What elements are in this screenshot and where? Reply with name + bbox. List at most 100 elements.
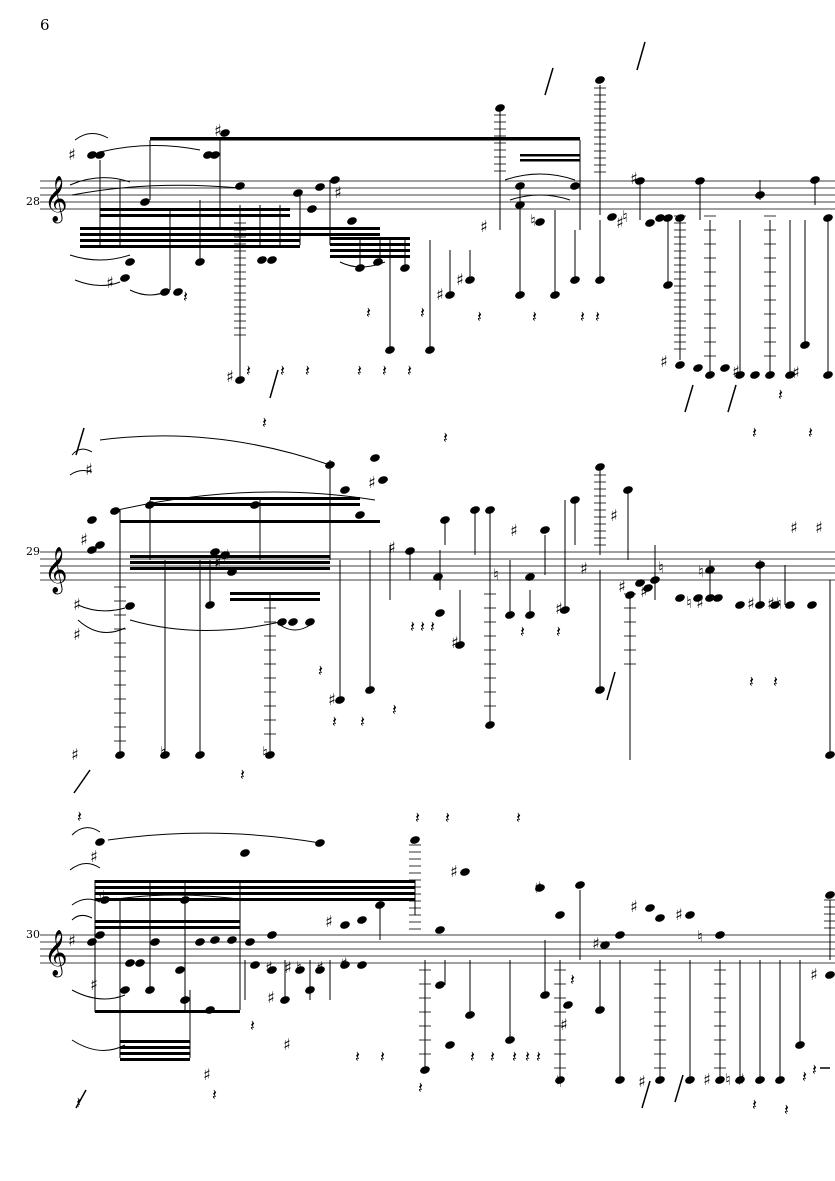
svg-text:𝄽: 𝄽 bbox=[445, 808, 450, 827]
svg-text:♯: ♯ bbox=[450, 862, 458, 881]
svg-text:𝄽: 𝄽 bbox=[318, 661, 323, 680]
svg-text:♮: ♮ bbox=[686, 593, 692, 612]
svg-text:♯: ♯ bbox=[456, 270, 464, 289]
svg-text:𝄽: 𝄽 bbox=[262, 413, 267, 432]
svg-text:𝄽: 𝄽 bbox=[240, 765, 245, 784]
svg-text:𝄽: 𝄽 bbox=[773, 672, 778, 691]
svg-text:𝄽: 𝄽 bbox=[532, 307, 537, 326]
staff-system-1: 𝄞 bbox=[40, 41, 835, 442]
svg-text:𝄽: 𝄽 bbox=[280, 361, 285, 380]
svg-text:♯: ♯ bbox=[340, 954, 348, 973]
svg-text:♯: ♯ bbox=[226, 367, 234, 386]
svg-text:𝄽: 𝄽 bbox=[246, 361, 251, 380]
svg-text:♯: ♯ bbox=[334, 183, 342, 202]
svg-text:♯: ♯ bbox=[630, 897, 638, 916]
svg-text:𝄽: 𝄽 bbox=[366, 303, 371, 322]
svg-text:♮: ♮ bbox=[296, 958, 302, 977]
svg-text:𝄽: 𝄽 bbox=[808, 423, 813, 442]
svg-text:♯: ♯ bbox=[638, 1072, 646, 1091]
svg-text:♯: ♯ bbox=[73, 625, 81, 644]
measure-number-system-1: 28 bbox=[26, 195, 40, 208]
svg-text:♯: ♯ bbox=[480, 217, 488, 236]
svg-text:𝄽: 𝄽 bbox=[355, 1047, 360, 1066]
measure-number-system-3: 30 bbox=[26, 928, 40, 941]
svg-text:𝄽: 𝄽 bbox=[752, 1095, 757, 1114]
svg-text:♯: ♯ bbox=[284, 958, 292, 977]
svg-text:𝄽: 𝄽 bbox=[595, 307, 600, 326]
svg-text:♮: ♮ bbox=[262, 743, 268, 762]
svg-text:𝄽: 𝄽 bbox=[357, 361, 362, 380]
svg-text:𝄽: 𝄽 bbox=[392, 700, 397, 719]
svg-text:♮: ♮ bbox=[725, 1070, 731, 1089]
svg-text:𝄽: 𝄽 bbox=[360, 712, 365, 731]
svg-text:♮: ♮ bbox=[658, 558, 664, 577]
svg-text:𝄽: 𝄽 bbox=[570, 970, 575, 989]
svg-text:𝄽: 𝄽 bbox=[512, 1047, 517, 1066]
svg-text:♯: ♯ bbox=[388, 538, 396, 557]
svg-text:♯: ♯ bbox=[737, 1070, 745, 1089]
svg-text:♯: ♯ bbox=[790, 518, 798, 537]
svg-text:♯: ♯ bbox=[283, 1035, 291, 1054]
svg-text:𝄽: 𝄽 bbox=[470, 1047, 475, 1066]
svg-text:♯: ♯ bbox=[85, 460, 93, 479]
svg-text:♯: ♯ bbox=[68, 931, 76, 950]
svg-text:𝄽: 𝄽 bbox=[418, 1078, 423, 1097]
svg-text:𝄽: 𝄽 bbox=[407, 361, 412, 380]
svg-text:𝄽: 𝄽 bbox=[410, 617, 415, 636]
svg-text:𝄽: 𝄽 bbox=[332, 712, 337, 731]
svg-text:𝄽: 𝄽 bbox=[749, 672, 754, 691]
svg-text:♯: ♯ bbox=[810, 965, 818, 984]
svg-text:♮: ♮ bbox=[697, 927, 703, 946]
svg-text:𝄽: 𝄽 bbox=[802, 1067, 807, 1086]
svg-text:♯: ♯ bbox=[792, 363, 800, 382]
svg-text:♯: ♯ bbox=[580, 559, 588, 578]
svg-text:♮: ♮ bbox=[698, 562, 704, 581]
svg-text:♯: ♯ bbox=[436, 285, 444, 304]
svg-text:♯: ♯ bbox=[534, 878, 542, 897]
svg-text:♯: ♯ bbox=[368, 473, 376, 492]
svg-text:♯: ♯ bbox=[703, 1070, 711, 1089]
svg-text:𝄽: 𝄽 bbox=[536, 1047, 541, 1066]
svg-text:♯: ♯ bbox=[316, 958, 324, 977]
svg-text:𝄽: 𝄽 bbox=[77, 807, 82, 826]
svg-text:𝄽: 𝄽 bbox=[556, 622, 561, 641]
svg-text:𝄽: 𝄽 bbox=[183, 287, 188, 306]
svg-text:♯: ♯ bbox=[71, 745, 79, 764]
svg-text:♯: ♯ bbox=[815, 518, 823, 537]
svg-text:♯: ♯ bbox=[214, 121, 222, 140]
svg-text:𝄽: 𝄽 bbox=[520, 622, 525, 641]
svg-text:𝄽: 𝄽 bbox=[415, 808, 420, 827]
svg-text:𝄽: 𝄽 bbox=[778, 385, 783, 404]
svg-text:♯: ♯ bbox=[98, 887, 106, 906]
svg-text:𝄽: 𝄽 bbox=[420, 303, 425, 322]
treble-clef-icon: 𝄞 bbox=[44, 547, 68, 595]
staff-system-2: 𝄞 bbox=[40, 413, 835, 794]
svg-text:♯: ♯ bbox=[616, 213, 624, 232]
svg-text:♮: ♮ bbox=[776, 594, 782, 613]
svg-text:♮: ♮ bbox=[530, 211, 536, 230]
svg-text:𝄽: 𝄽 bbox=[490, 1047, 495, 1066]
svg-text:♯: ♯ bbox=[630, 169, 638, 188]
svg-text:♯: ♯ bbox=[73, 595, 81, 614]
page-number: 6 bbox=[40, 16, 50, 34]
svg-text:♯: ♯ bbox=[640, 582, 648, 601]
svg-text:𝄽: 𝄽 bbox=[212, 1085, 217, 1104]
svg-text:♯: ♯ bbox=[90, 975, 98, 994]
svg-text:♯: ♯ bbox=[325, 912, 333, 931]
svg-text:♯: ♯ bbox=[618, 577, 626, 596]
svg-text:𝄽: 𝄽 bbox=[525, 1047, 530, 1066]
svg-text:𝄽: 𝄽 bbox=[250, 1016, 255, 1035]
svg-text:♯: ♯ bbox=[80, 530, 88, 549]
svg-text:♯: ♯ bbox=[747, 594, 755, 613]
svg-text:𝄽: 𝄽 bbox=[430, 617, 435, 636]
svg-text:𝄽: 𝄽 bbox=[420, 617, 425, 636]
measure-number-system-2: 29 bbox=[26, 545, 40, 558]
svg-text:♯: ♯ bbox=[451, 633, 459, 652]
svg-text:𝄽: 𝄽 bbox=[380, 1047, 385, 1066]
svg-text:♯: ♯ bbox=[267, 988, 275, 1007]
svg-text:♯: ♯ bbox=[610, 506, 618, 525]
staff-system-3: 𝄞 bbox=[40, 807, 835, 1119]
svg-text:𝄽: 𝄽 bbox=[812, 1060, 817, 1079]
svg-text:♯: ♯ bbox=[90, 847, 98, 866]
